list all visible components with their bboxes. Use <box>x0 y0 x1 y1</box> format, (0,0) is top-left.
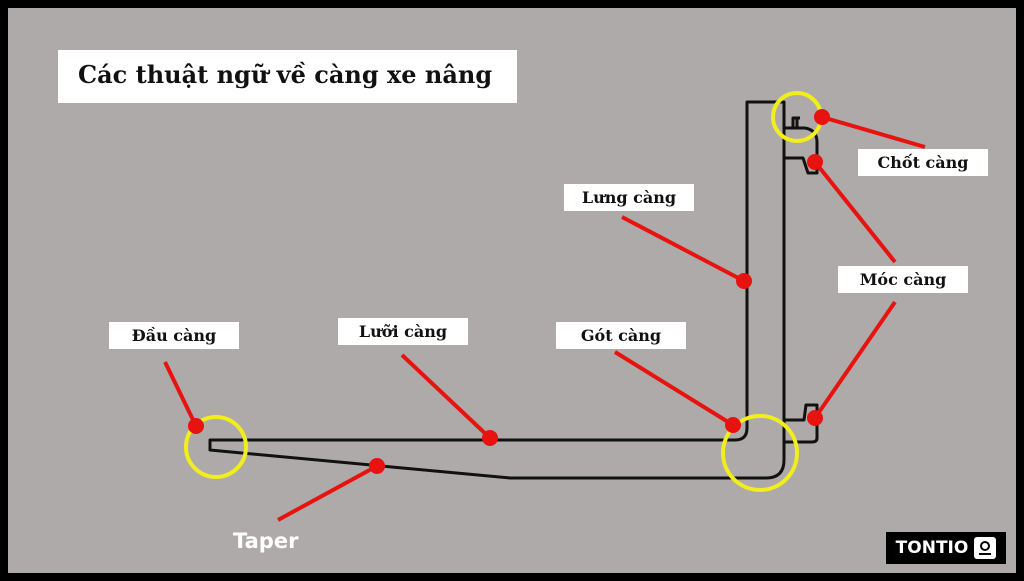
pointers <box>163 109 926 522</box>
heel-highlight <box>721 414 799 492</box>
label-got-cang: Gót càng <box>556 322 686 349</box>
label-dau-cang: Đầu càng <box>109 322 239 349</box>
tip-highlight <box>184 415 248 479</box>
fork-outline <box>208 100 819 480</box>
label-moc-cang: Móc càng <box>838 266 968 293</box>
label-lung-cang: Lưng càng <box>564 184 694 211</box>
logo-text: TONTIO <box>895 538 969 558</box>
label-luoi-cang: Lưỡi càng <box>338 318 468 345</box>
logo-icon <box>974 537 997 559</box>
tontio-logo: TONTIO <box>886 532 1006 564</box>
page-title: Các thuật ngữ về càng xe nâng <box>58 50 517 103</box>
label-taper: Taper <box>233 529 299 553</box>
label-chot-cang: Chốt càng <box>858 149 988 176</box>
